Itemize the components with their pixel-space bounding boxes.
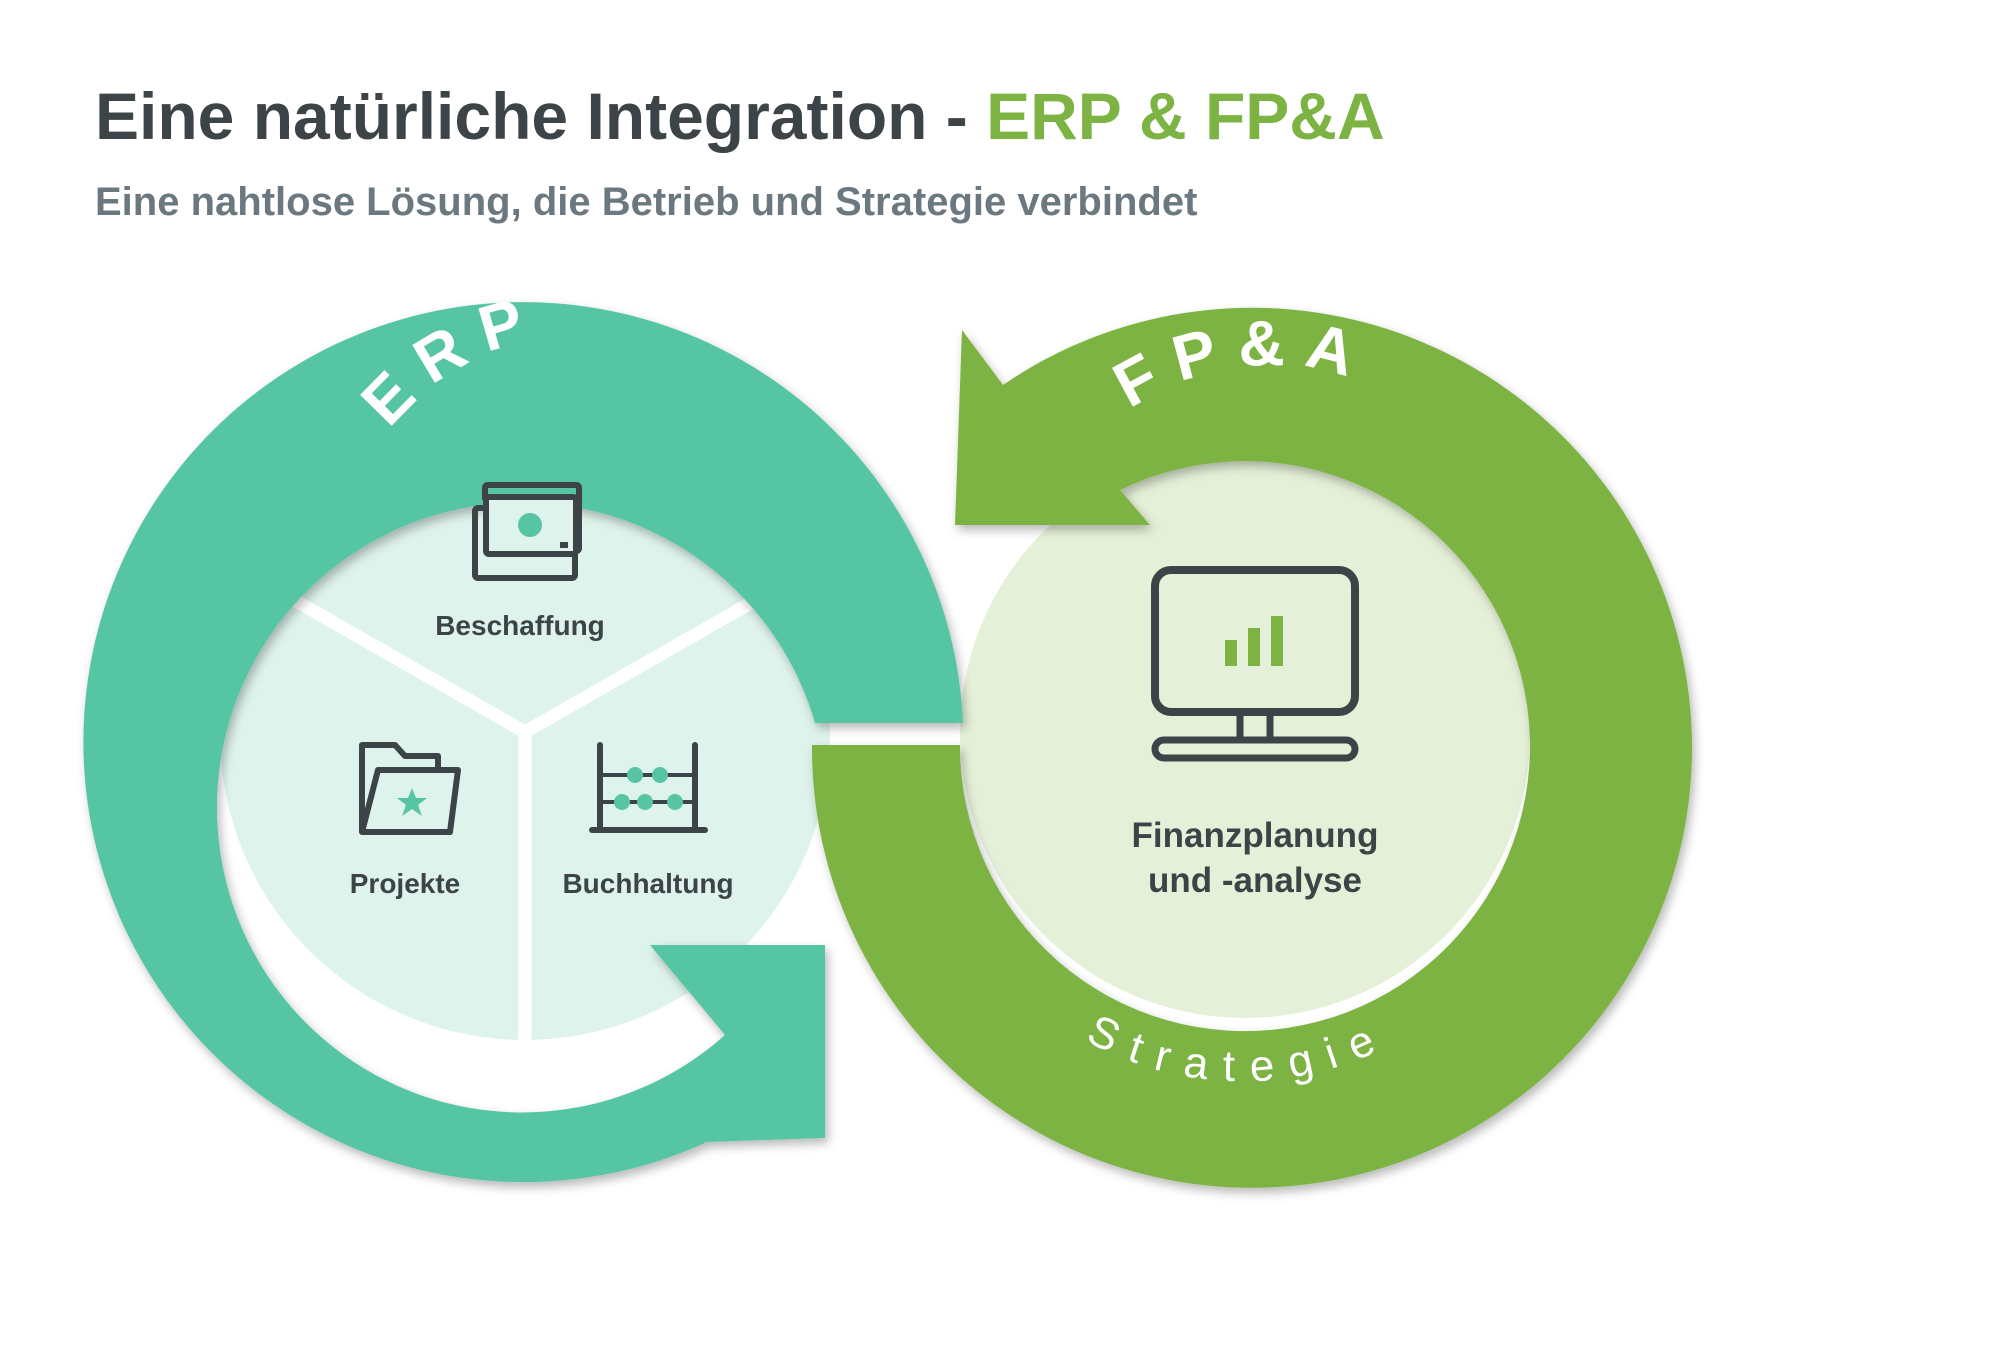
fpa-center-line2: und -analyse: [1148, 861, 1362, 900]
title-accent: ERP & FP&A: [986, 79, 1385, 153]
title-main: Eine natürliche Integration -: [95, 79, 987, 153]
erp-ring: [83, 302, 963, 1183]
erp-inner-disc: [220, 430, 830, 1040]
money-icon: [472, 482, 582, 581]
procurement-label: Beschaffung: [435, 610, 605, 641]
accounting-label: Buchhaltung: [562, 868, 733, 899]
folder-star-icon: [359, 742, 461, 835]
fpa-ring: [811, 307, 1692, 1188]
fpa-inner-disc: [960, 448, 1530, 1018]
page-title: Eine natürliche Integration - ERP & FP&A: [95, 78, 1385, 154]
monitor-chart-icon: [1151, 566, 1359, 762]
abacus-icon: [589, 742, 708, 833]
projects-label: Projekte: [350, 868, 461, 899]
page-subtitle: Eine nahtlose Lösung, die Betrieb und St…: [95, 180, 1198, 224]
fpa-center-line1: Finanzplanung: [1132, 816, 1379, 855]
